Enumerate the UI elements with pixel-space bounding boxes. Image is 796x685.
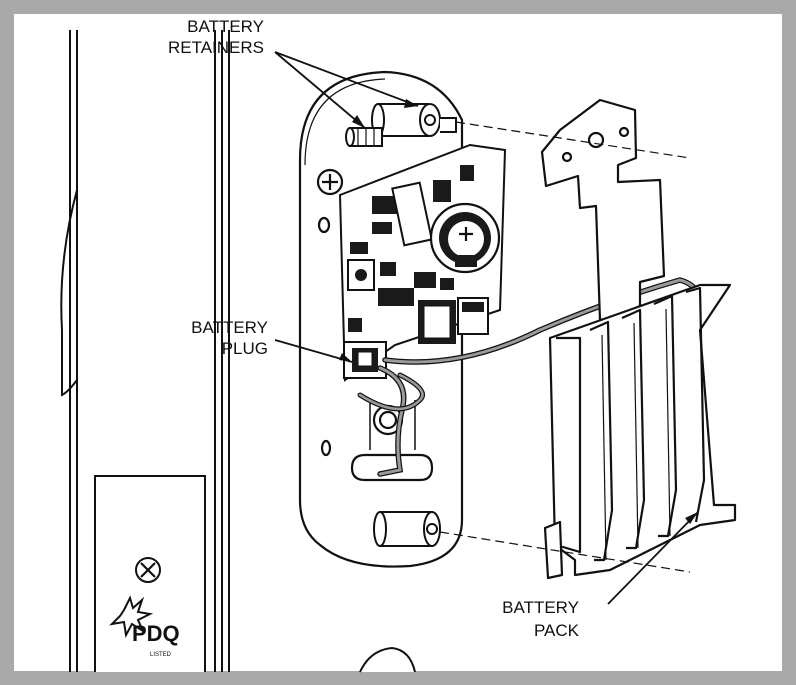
battery-plug-connector bbox=[343, 341, 387, 379]
battery-pack-label-line1: BATTERY bbox=[502, 598, 579, 617]
retainer-leader-2 bbox=[274, 51, 419, 107]
callout-battery-plug: BATTERY PLUG bbox=[191, 318, 268, 358]
battery-wires bbox=[357, 277, 708, 477]
callout-leaders bbox=[274, 51, 699, 605]
battery-pack-label-line2: PACK bbox=[534, 621, 580, 640]
battery-retainers-label-line1: BATTERY bbox=[187, 17, 264, 36]
battery-retainer-side bbox=[345, 127, 383, 147]
battery-pack bbox=[540, 98, 737, 580]
lock-body bbox=[60, 30, 230, 672]
plug-leader bbox=[274, 339, 353, 363]
pack-leader bbox=[607, 511, 699, 605]
battery-plug-label-line2: PLUG bbox=[222, 339, 268, 358]
partial-component-bottom bbox=[359, 646, 416, 673]
retainer-leader-1 bbox=[274, 51, 366, 129]
alignment-lines bbox=[439, 121, 691, 573]
battery-retainers-label-line2: RETAINERS bbox=[168, 38, 264, 57]
battery-retainer-bottom bbox=[373, 511, 441, 547]
callout-battery-retainers: BATTERY RETAINERS bbox=[168, 17, 264, 57]
circuit-board bbox=[338, 143, 507, 382]
battery-retainer-top bbox=[371, 103, 457, 137]
battery-plug-label-line1: BATTERY bbox=[191, 318, 268, 337]
callout-battery-pack: BATTERY PACK bbox=[502, 598, 579, 640]
pdq-logo: PDQ LISTED bbox=[109, 595, 180, 658]
logo-tagline-text: LISTED bbox=[150, 652, 172, 658]
logo-brand-text: PDQ bbox=[132, 621, 180, 646]
callout-arrowheads bbox=[339, 99, 698, 524]
